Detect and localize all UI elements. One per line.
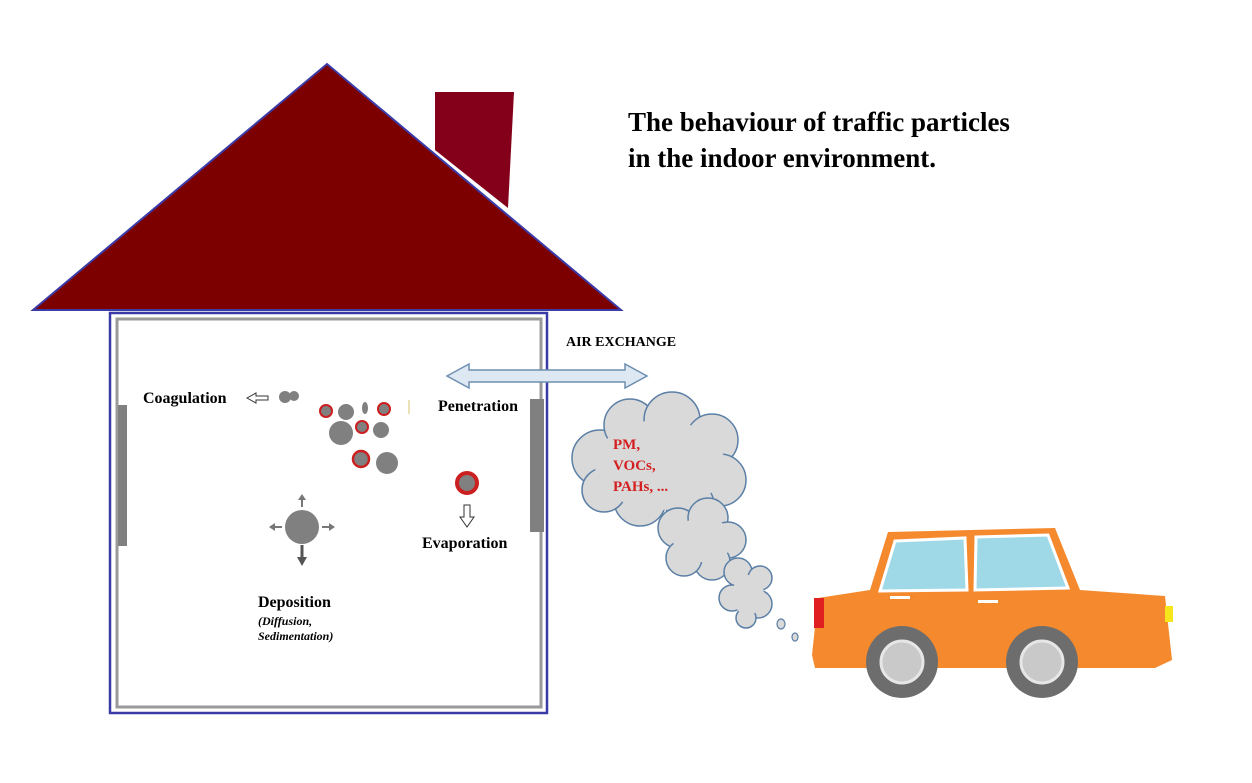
- evaporation-label: Evaporation: [422, 535, 507, 552]
- right-vent: [530, 399, 544, 532]
- evaporation-arrow-icon: [459, 504, 475, 528]
- particle: [373, 422, 389, 438]
- deposition-particle-core: [285, 510, 319, 544]
- particle: [355, 420, 369, 434]
- deposition-label: Deposition: [258, 594, 331, 611]
- house-icon: [30, 62, 624, 715]
- smoke-puff: [791, 632, 799, 642]
- left-vent: [118, 405, 127, 546]
- evaporating-particle: [455, 471, 479, 495]
- coagulation-arrow-icon: [245, 392, 269, 404]
- deposition-particle: [269, 494, 335, 566]
- smoke-cloud-icon: [571, 391, 799, 642]
- pollutant-vocs: VOCs,: [613, 458, 656, 474]
- particle: [338, 404, 354, 420]
- smoke-puff: [776, 618, 786, 630]
- pollutant-pm: PM,: [613, 437, 640, 453]
- car-window-front: [877, 536, 969, 593]
- pollutant-pahs: PAHs, ...: [613, 479, 668, 495]
- deposition-sub-2: Sedimentation): [258, 629, 333, 643]
- car-wheel-rear: [866, 626, 938, 698]
- particle: [376, 452, 398, 474]
- car-door-handle: [978, 600, 998, 603]
- car-icon: [812, 528, 1173, 698]
- roof: [30, 62, 624, 311]
- particle: [329, 421, 353, 445]
- air-exchange-label: AIR EXCHANGE: [566, 335, 676, 350]
- particle-cluster: [319, 400, 410, 474]
- title-line-1: The behaviour of traffic particles: [628, 107, 1010, 137]
- smoke-cloud-small-fill: [732, 575, 764, 615]
- deposition-sub-1: (Diffusion,: [258, 614, 312, 628]
- car-door-handle: [890, 596, 910, 599]
- particle: [362, 402, 368, 414]
- car-wheel-front: [1006, 626, 1078, 698]
- particle: [319, 404, 333, 418]
- coagulation-label: Coagulation: [143, 390, 227, 407]
- car-window-rear: [973, 533, 1071, 592]
- coagulated-particle: [279, 391, 299, 403]
- penetration-label: Penetration: [438, 398, 518, 415]
- air-exchange-arrow: [445, 362, 649, 390]
- smoke-cloud-large-fill: [595, 420, 725, 510]
- car-taillight: [814, 598, 824, 628]
- particle: [377, 402, 391, 416]
- smoke-cloud-medium-fill: [673, 518, 733, 562]
- double-arrow-icon: [445, 362, 649, 390]
- title-line-2: in the indoor environment.: [628, 143, 936, 173]
- particle: [351, 449, 371, 469]
- chimney: [435, 92, 514, 208]
- car-headlight: [1165, 606, 1173, 622]
